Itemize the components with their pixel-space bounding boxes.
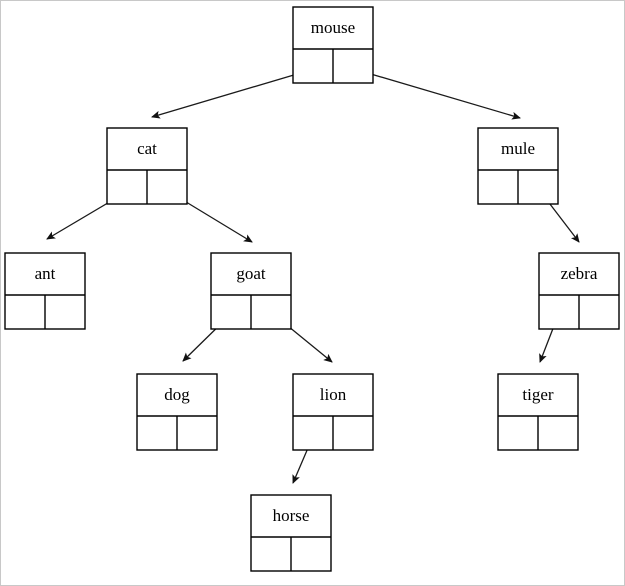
node-left-pointer-goat[interactable]: [211, 295, 251, 329]
node-label-goat: goat: [236, 264, 266, 283]
edge-mouse-left-to-cat: [151, 68, 315, 119]
node-label-mule: mule: [501, 139, 535, 158]
node-mule[interactable]: mule: [477, 127, 559, 205]
node-left-pointer-mule[interactable]: [478, 170, 518, 204]
node-right-pointer-horse[interactable]: [291, 537, 331, 571]
node-right-pointer-zebra[interactable]: [579, 295, 619, 329]
node-label-ant: ant: [35, 264, 56, 283]
node-left-pointer-tiger[interactable]: [498, 416, 538, 450]
node-left-pointer-dog[interactable]: [137, 416, 177, 450]
node-right-pointer-mule[interactable]: [518, 170, 558, 204]
node-label-zebra: zebra: [561, 264, 598, 283]
node-dog[interactable]: dog: [136, 373, 218, 451]
node-left-pointer-ant[interactable]: [5, 295, 45, 329]
node-left-pointer-horse[interactable]: [251, 537, 291, 571]
node-right-pointer-lion[interactable]: [333, 416, 373, 450]
node-lion[interactable]: lion: [292, 373, 374, 451]
node-label-tiger: tiger: [522, 385, 553, 404]
node-left-pointer-lion[interactable]: [293, 416, 333, 450]
node-horse[interactable]: horse: [250, 494, 332, 572]
node-right-pointer-cat[interactable]: [147, 170, 187, 204]
nodes-layer: mouse cat mule ant goat zebra dog lion tiger hors…: [4, 6, 620, 572]
node-label-mouse: mouse: [311, 18, 355, 37]
node-mouse[interactable]: mouse: [292, 6, 374, 84]
node-left-pointer-mouse[interactable]: [293, 49, 333, 83]
node-label-lion: lion: [320, 385, 347, 404]
node-ant[interactable]: ant: [4, 252, 86, 330]
node-right-pointer-tiger[interactable]: [538, 416, 578, 450]
node-right-pointer-ant[interactable]: [45, 295, 85, 329]
node-label-horse: horse: [273, 506, 310, 525]
node-tiger[interactable]: tiger: [497, 373, 579, 451]
node-right-pointer-goat[interactable]: [251, 295, 291, 329]
node-right-pointer-mouse[interactable]: [333, 49, 373, 83]
node-label-cat: cat: [137, 139, 157, 158]
node-left-pointer-cat[interactable]: [107, 170, 147, 204]
node-goat[interactable]: goat: [210, 252, 292, 330]
node-right-pointer-dog[interactable]: [177, 416, 217, 450]
node-zebra[interactable]: zebra: [538, 252, 620, 330]
node-box-dog: [136, 373, 218, 451]
edge-mouse-right-to-mule: [353, 68, 521, 120]
node-left-pointer-zebra[interactable]: [539, 295, 579, 329]
node-label-dog: dog: [164, 385, 190, 404]
node-cat[interactable]: cat: [106, 127, 188, 205]
